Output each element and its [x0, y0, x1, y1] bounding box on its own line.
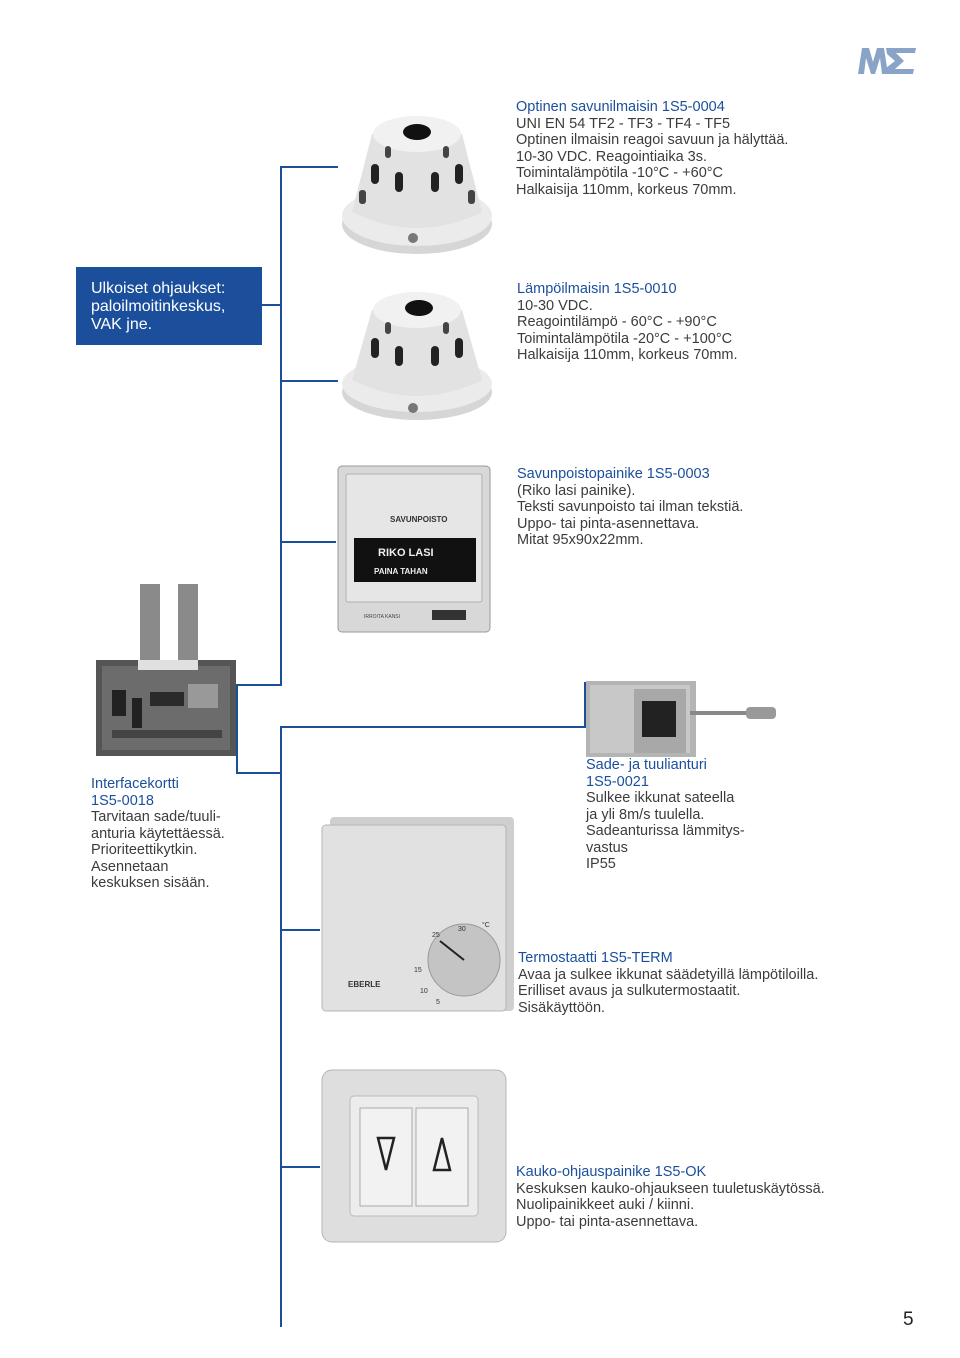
thermostat-line: Avaa ja sulkee ikkunat säädetyillä lämpö… — [518, 966, 819, 983]
thermostat-image: 25 30 °C 15 10 5 EBERLE — [321, 817, 514, 1012]
rain-title: 1S5-0021 — [586, 773, 649, 790]
rain-line: Sadeanturissa lämmitys- — [586, 823, 745, 839]
rain-line: vastus — [586, 839, 628, 856]
dial-30: 30 — [458, 926, 466, 933]
interface-line: Prioriteettikytkin. — [91, 842, 198, 858]
connector-main-vertical — [280, 772, 282, 1327]
vent-line: (Riko lasi painike). — [517, 482, 636, 499]
remote-title: Kauko-ohjauspainike 1S5-OK — [516, 1164, 707, 1180]
vent-bottom-label: IRROITA KANSI — [364, 614, 400, 620]
vent-line: Uppo- tai pinta-asennettava. — [517, 515, 700, 532]
interface-card-image — [96, 584, 236, 756]
connector-horizontal-top — [262, 304, 282, 306]
remote-button-image — [321, 1069, 507, 1243]
dial-degree-c: °C — [482, 921, 490, 929]
connector-vertical-top — [280, 166, 282, 686]
remote-line: Keskuksen kauko-ohjaukseen tuuletuskäytö… — [516, 1180, 825, 1197]
heat-line: Halkaisija 110mm, korkeus 70mm. — [517, 347, 738, 363]
vent-line: Teksti savunpoisto tai ilman tekstiä. — [517, 499, 744, 515]
callout-line: Ulkoiset ohjaukset: — [91, 280, 226, 297]
connector-to-remote — [280, 1166, 320, 1168]
me-logo — [858, 48, 916, 74]
dial-15: 15 — [414, 967, 422, 974]
arrow-down-icon — [376, 1136, 396, 1171]
rain-wind-text: Sade- ja tuulianturi 1S5-0021 Sulkee ikk… — [586, 757, 745, 873]
thermostat-brand: EBERLE — [348, 980, 381, 989]
connector-to-interface — [236, 684, 282, 686]
rain-wind-sensor-image — [586, 681, 776, 757]
remote-line: Uppo- tai pinta-asennettava. — [516, 1213, 699, 1230]
thermostat-line: Sisäkäyttöön. — [518, 999, 606, 1016]
smoke-line: Toimintalämpötila -10°C - +60°C — [516, 165, 724, 181]
connector-to-heat — [280, 380, 338, 382]
connector-to-thermostat — [280, 929, 320, 931]
interface-card-text: Interfacekortti 1S5-0018 Tarvitaan sade/… — [91, 776, 225, 892]
smoke-line: UNI EN 54 TF2 - TF3 - TF4 - TF5 — [516, 115, 731, 132]
remote-button-text: Kauko-ohjauspainike 1S5-OK Keskuksen kau… — [516, 1164, 825, 1230]
smoke-detector-image — [342, 116, 492, 254]
vent-glass-label-2: PAINA TAHAN — [374, 567, 428, 576]
smoke-detector-text: Optinen savunilmaisin 1S5-0004 UNI EN 54… — [516, 99, 788, 198]
external-controls-callout: Ulkoiset ohjaukset: paloilmoitinkeskus, … — [76, 267, 262, 345]
heat-detector-image — [342, 292, 492, 420]
heat-detector-text: Lämpöilmaisin 1S5-0010 10-30 VDC. Reagoi… — [517, 281, 738, 364]
interface-line: keskuksen sisään. — [91, 875, 210, 891]
interface-line: anturia käytettäessä. — [91, 825, 225, 842]
arrow-up-icon — [432, 1137, 452, 1172]
interface-title: 1S5-0018 — [91, 792, 154, 809]
connector-to-rain — [280, 726, 282, 774]
thermostat-line: Erilliset avaus ja sulkutermostaatit. — [518, 983, 741, 999]
smoke-line: 10-30 VDC. Reagointiaika 3s. — [516, 148, 708, 165]
heat-line: 10-30 VDC. — [517, 297, 593, 314]
callout-line: VAK jne. — [91, 316, 153, 333]
dial-5: 5 — [436, 999, 440, 1006]
rain-line: Sulkee ikkunat sateella — [586, 790, 735, 806]
smoke-line: Halkaisija 110mm, korkeus 70mm. — [516, 181, 737, 198]
connector-bottom-horizontal — [236, 772, 282, 774]
connector-to-vent-button — [280, 541, 336, 543]
vent-button-image: SAVUNPOISTO RIKO LASI PAINA TAHAN IRROIT… — [337, 465, 491, 633]
heat-line: Toimintalämpötila -20°C - +100°C — [517, 330, 733, 347]
connector-to-smoke — [280, 166, 338, 168]
connector-vertical-bottom — [236, 684, 238, 774]
smoke-title: Optinen savunilmaisin 1S5-0004 — [516, 99, 725, 115]
callout-line: paloilmoitinkeskus, — [91, 298, 226, 315]
thermostat-title: Termostaatti 1S5-TERM — [518, 950, 673, 966]
rain-line: IP55 — [586, 856, 616, 872]
vent-title: Savunpoistopainike 1S5-0003 — [517, 466, 710, 482]
rain-line: ja yli 8m/s tuulella. — [586, 806, 705, 823]
vent-button-text: Savunpoistopainike 1S5-0003 (Riko lasi p… — [517, 466, 743, 549]
connector-rain-vertical — [584, 682, 586, 728]
thermostat-text: Termostaatti 1S5-TERM Avaa ja sulkee ikk… — [518, 950, 818, 1016]
vent-line: Mitat 95x90x22mm. — [517, 532, 644, 548]
heat-line: Reagointilämpö - 60°C - +90°C — [517, 314, 717, 330]
interface-title: Interfacekortti — [91, 776, 179, 792]
connector-rain-horizontal — [280, 726, 586, 728]
dial-25: 25 — [432, 932, 440, 939]
heat-title: Lämpöilmaisin 1S5-0010 — [517, 281, 677, 297]
vent-top-label: SAVUNPOISTO — [390, 515, 448, 524]
page-number: 5 — [903, 1309, 914, 1330]
rain-title: Sade- ja tuulianturi — [586, 757, 707, 773]
vent-glass-label-1: RIKO LASI — [378, 547, 434, 559]
dial-10: 10 — [420, 988, 428, 995]
interface-line: Tarvitaan sade/tuuli- — [91, 809, 221, 825]
remote-line: Nuolipainikkeet auki / kiinni. — [516, 1197, 695, 1213]
interface-line: Asennetaan — [91, 858, 169, 875]
smoke-line: Optinen ilmaisin reagoi savuun ja hälytt… — [516, 132, 789, 148]
